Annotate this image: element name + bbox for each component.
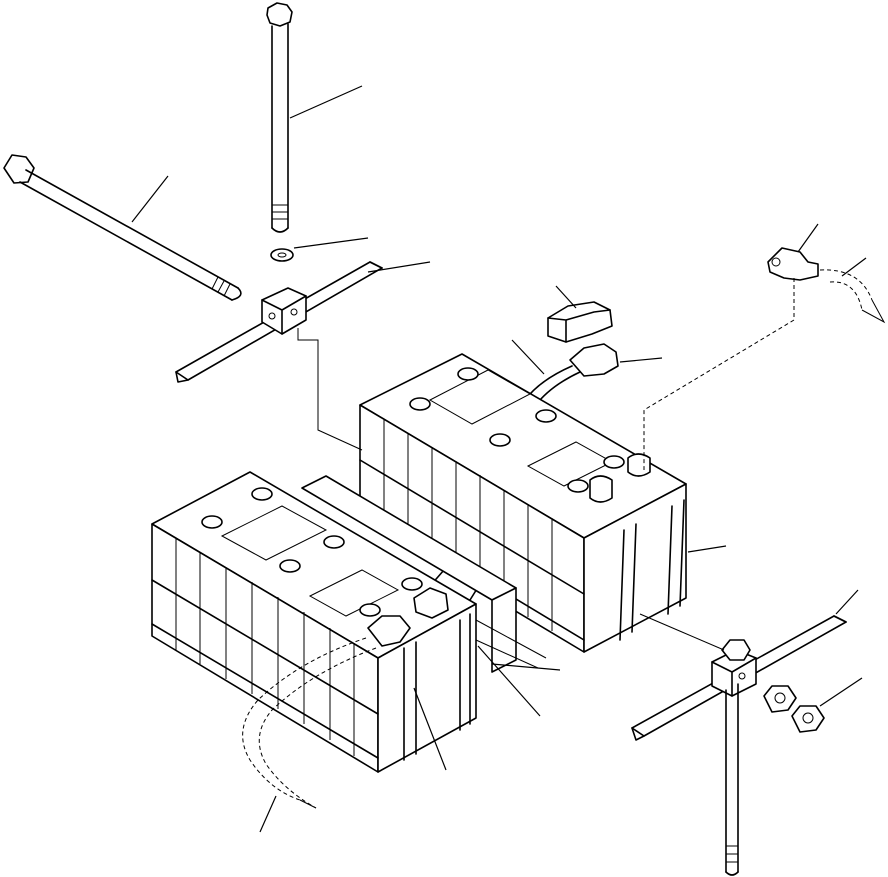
terminal-cap: [547, 301, 613, 343]
hold-down-bolt-vertical-top: [266, 2, 293, 233]
nut-pair: [763, 685, 825, 733]
clamp-bar-bottom: [631, 615, 847, 741]
battery-right: [359, 353, 687, 653]
spacer-block: [301, 475, 517, 673]
callout-leader-lines: [131, 85, 867, 833]
hold-down-bolt-bottom: [721, 639, 751, 876]
terminal-clamp-right: [767, 247, 819, 281]
battery-left: [151, 471, 477, 773]
clamp-bar-top: [175, 261, 383, 383]
positive-cable: [242, 637, 377, 809]
hold-down-bolt-diagonal: [3, 154, 242, 301]
washer: [270, 248, 294, 262]
ground-cable: [819, 269, 886, 324]
assembly-guide-lines: [297, 278, 795, 669]
